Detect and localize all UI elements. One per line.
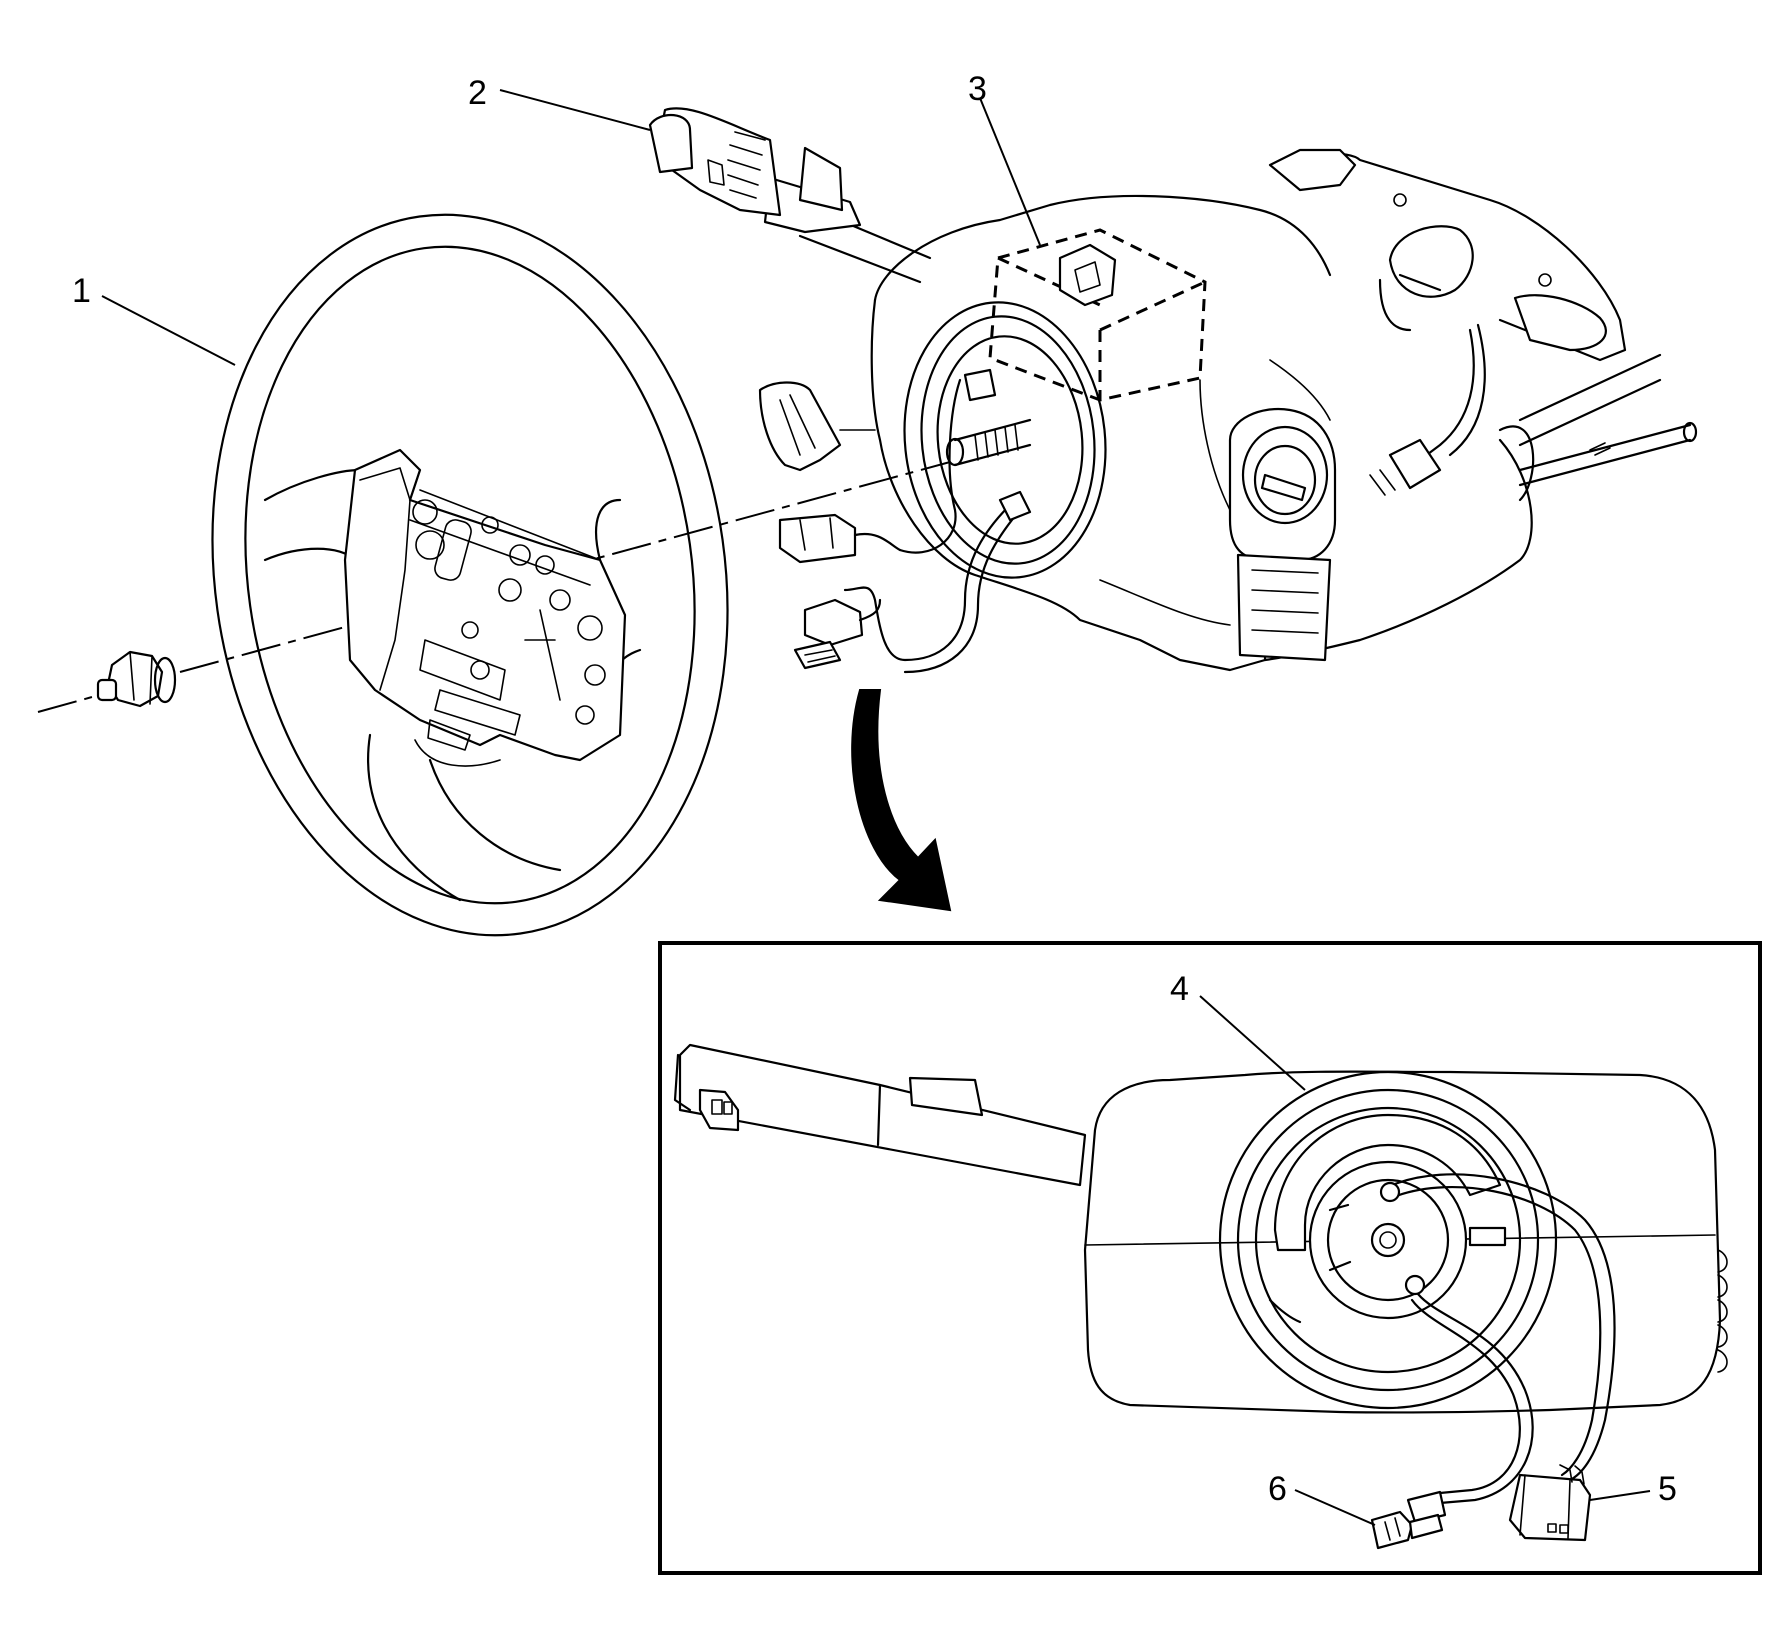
leader-line-1: [101, 295, 236, 366]
ignition-switch: [1228, 407, 1337, 662]
callout-3: 3: [968, 70, 987, 108]
detail-connector-6: [1370, 1490, 1447, 1550]
turn-signal-lever: [648, 107, 932, 284]
callout-5: 5: [1658, 1470, 1677, 1508]
detail-view: [658, 941, 1762, 1575]
detail-view-arrow: [851, 689, 952, 912]
callout-4: 4: [1170, 970, 1189, 1008]
callout-6: 6: [1268, 1470, 1287, 1508]
coil-lower-connector: [793, 598, 882, 670]
leader-line-2: [499, 89, 651, 131]
leader-line-5: [1589, 1490, 1651, 1501]
callout-1: 1: [72, 272, 91, 310]
steering-column-lock-area: [988, 228, 1207, 402]
coil-upper-connector: [778, 513, 902, 564]
steering-wheel-nut: [96, 650, 177, 708]
inflatable-restraint-coil-assembly: [758, 301, 1107, 674]
steering-column-housing: [870, 148, 1698, 672]
steering-wheel: [211, 213, 729, 937]
steering-wheel-hub-plate: [343, 448, 627, 767]
leader-line-4: [1199, 995, 1306, 1091]
callout-2: 2: [468, 74, 487, 112]
detail-connector-5: [1508, 1464, 1592, 1542]
detail-coil-housing: [1083, 1070, 1728, 1505]
leader-line-3: [979, 97, 1041, 246]
leader-line-6: [1294, 1489, 1376, 1526]
column-mount-bracket: [1268, 148, 1698, 502]
detail-turn-signal-lever: [673, 1043, 1087, 1187]
column-clip: [758, 381, 876, 472]
